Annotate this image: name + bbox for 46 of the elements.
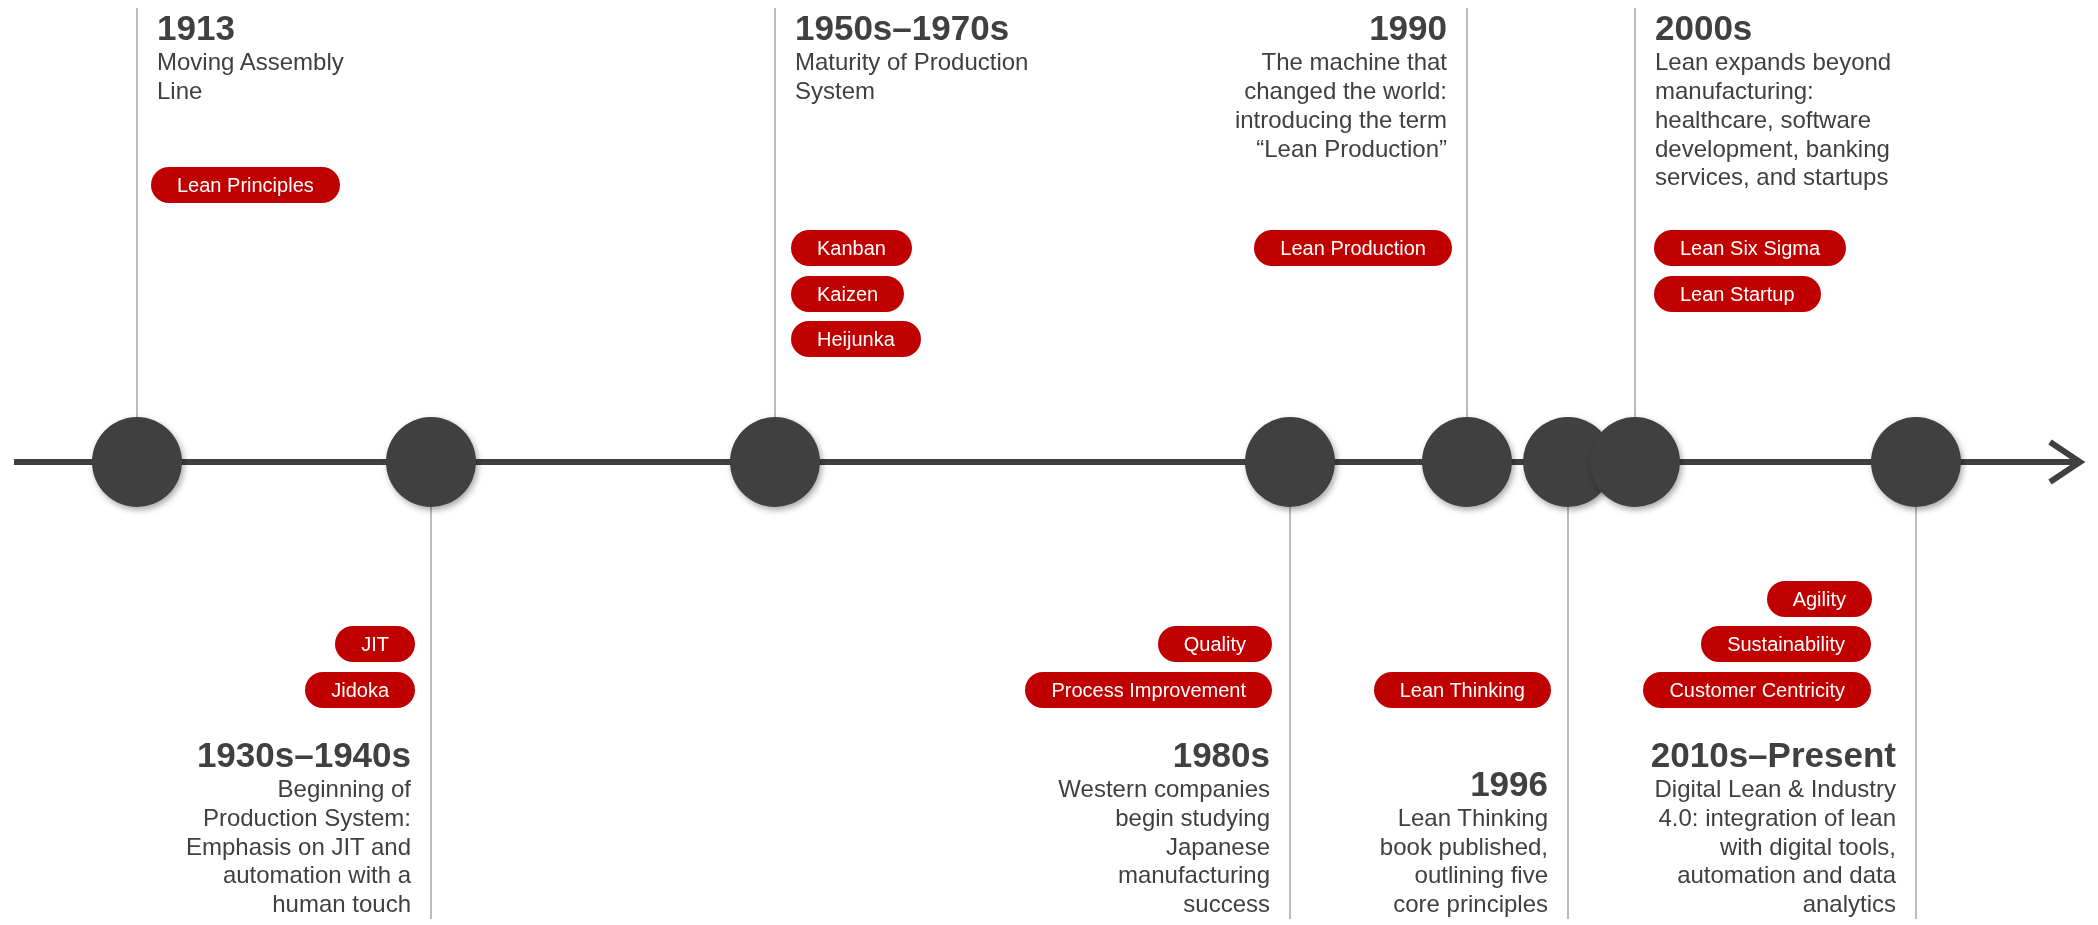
event-year: 1996 (1469, 763, 1548, 804)
event-description: Digital Lean & Industry 4.0: integration of lean with digital tools, automation and data analytics (1653, 775, 1896, 919)
timeline-dot (92, 417, 182, 507)
concept-tag: Sustainability (1701, 626, 1871, 662)
event-year: 1980s (1171, 734, 1270, 775)
concept-tag: Lean Thinking (1373, 672, 1551, 708)
event-description: Lean Thinking book published, outlining five core principles (1378, 803, 1548, 919)
timeline-dot (1871, 417, 1961, 507)
connector-line (1634, 7, 1636, 418)
timeline-dot (1422, 417, 1512, 507)
connector-line (1466, 7, 1468, 418)
concept-tag: Heijunka (791, 321, 921, 357)
connector-line (136, 7, 138, 418)
timeline-dot (730, 417, 820, 507)
timeline-dot (386, 417, 476, 507)
concept-tag: Lean Six Sigma (1654, 230, 1847, 266)
concept-tag: JIT (335, 626, 415, 662)
event-description: Maturity of Production System (795, 48, 1030, 106)
connector-line (1567, 506, 1569, 920)
event-year: 2000s (1655, 8, 1754, 49)
concept-tag: Lean Production (1254, 230, 1452, 266)
event-description: Western companies begin studying Japanese manufacturing success (1057, 775, 1270, 919)
event-description: Beginning of Production System: Emphasis on JIT and automation with a human touch (185, 775, 411, 919)
connector-line (430, 506, 432, 920)
event-year: 2010s–Present (1649, 734, 1896, 775)
connector-line (1915, 506, 1917, 920)
concept-tag: Lean Startup (1654, 276, 1821, 312)
timeline-dot (1245, 417, 1335, 507)
event-description: The machine that changed the world: introducing the term “Lean Production” (1233, 48, 1447, 164)
concept-tag: Kaizen (791, 276, 905, 312)
concept-tag: Lean Principles (151, 167, 340, 203)
concept-tag: Agility (1766, 581, 1872, 617)
event-description: Lean expands beyond manufacturing: healthcare, software development, banking services, and startups (1655, 48, 1893, 193)
connector-line (1289, 506, 1291, 920)
concept-tag: Process Improvement (1025, 672, 1272, 708)
timeline-dot (1590, 417, 1680, 507)
event-year: 1950s–1970s (795, 8, 1011, 49)
concept-tag: Jidoka (305, 672, 415, 708)
concept-tag: Customer Centricity (1643, 672, 1871, 708)
event-year: 1930s–1940s (195, 734, 411, 775)
event-year: 1913 (157, 8, 236, 49)
concept-tag: Quality (1157, 626, 1272, 662)
connector-line (774, 7, 776, 418)
event-year: 1990 (1368, 8, 1447, 49)
event-description: Moving Assembly Line (157, 48, 345, 106)
concept-tag: Kanban (791, 230, 912, 266)
